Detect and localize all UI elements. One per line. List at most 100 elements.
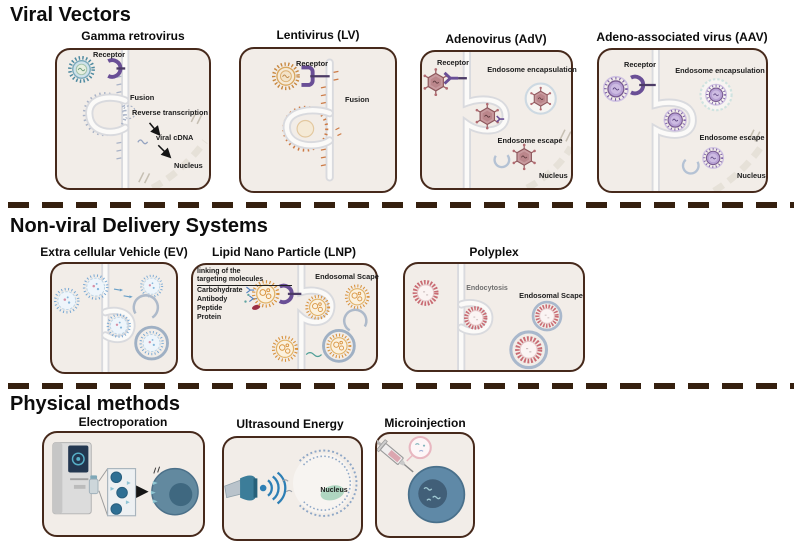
escaping-adenovirus-icon — [511, 143, 537, 171]
panel-title-aav: Adeno-associated virus (AAV) — [596, 30, 768, 44]
aav-icon — [602, 75, 630, 103]
panel-adenovirus: Receptor Endosome encapsulation Endosome… — [420, 50, 577, 190]
panel-gamma-retrovirus: Receptor Fusion Reverse transcription vi… — [55, 48, 211, 190]
panel-title-lentivirus: Lentivirus (LV) — [276, 28, 360, 42]
electric-sparks — [153, 466, 161, 474]
nucleus-membrane — [525, 145, 571, 188]
syringe-icon — [377, 439, 414, 473]
rna-squiggle — [305, 352, 322, 358]
panel-polyplex: Endocytosis Endosomal Scape — [403, 262, 585, 372]
label-receptor: Receptor — [93, 50, 126, 59]
label-nucleus: Nucleus — [320, 487, 348, 494]
label-peptide: Peptide — [197, 305, 223, 312]
polyplex-in-endosome-icon — [517, 339, 539, 361]
endosome-ring-large — [509, 330, 549, 370]
label-carbohydrate: Carbohydrate — [197, 287, 243, 294]
endosome-ring — [134, 325, 169, 361]
wave-source-dot — [259, 484, 267, 492]
lnp-particle-icon — [271, 335, 299, 362]
ev-illustration — [53, 264, 169, 372]
panel-title-electroporation: Electroporation — [78, 415, 168, 429]
section-title-physical: Physical methods — [10, 393, 181, 415]
polyplex-in-endosome-icon — [537, 306, 556, 325]
electroporator-machine-icon — [52, 442, 92, 515]
label-endosome-escape: Endosome escape — [497, 136, 563, 145]
ev-vesicle-icon — [140, 274, 164, 298]
receptor-icon — [443, 71, 460, 86]
polyplex-illustration — [405, 264, 563, 370]
label-endosome-escape: Endosome escape — [699, 133, 765, 142]
ultrasound-transducer-icon — [224, 475, 258, 501]
dna-fragments — [423, 486, 441, 501]
microinjection-illustration — [377, 435, 466, 524]
sound-waves-icon — [267, 471, 287, 505]
zoom-line — [98, 490, 109, 516]
panel-title-ev: Extra cellular Vehicle (EV) — [40, 245, 188, 259]
gamma-retrovirus-illustration — [68, 50, 208, 188]
panel-title-polyplex: Polyplex — [469, 245, 519, 259]
label-reverse-transcription: Reverse transcription — [132, 108, 208, 117]
lnp-illustration — [244, 265, 370, 369]
label-receptor: Receptor — [624, 60, 657, 69]
section-title-nonviral: Non-viral Delivery Systems — [10, 215, 268, 237]
label-fusion: Fusion — [130, 93, 155, 102]
label-linking-line2: targeting molecules — [197, 276, 264, 283]
lentivirus-illustration — [271, 58, 342, 182]
panel-title-lnp: Lipid Nano Particle (LNP) — [211, 245, 357, 259]
fusion-spike-ring — [82, 92, 127, 137]
open-endosome-ring — [132, 294, 160, 321]
panel-title-gamma-retrovirus: Gamma retrovirus — [81, 29, 185, 43]
panel-title-ultrasound: Ultrasound Energy — [236, 417, 344, 431]
viral-cdna-squiggle — [137, 139, 149, 145]
cell-membrane-outer-dashed — [299, 449, 358, 517]
capsid-core — [296, 119, 315, 138]
cargo-contents — [415, 443, 426, 452]
panel-ultrasound: Nucleus — [222, 436, 363, 541]
membrane-slashes — [559, 129, 571, 142]
targeting-underline — [197, 285, 292, 286]
polyplex-particle-icon — [415, 282, 436, 303]
lnp-particle-icon — [344, 284, 370, 310]
aav-illustration — [602, 50, 764, 191]
zoom-line — [98, 468, 109, 482]
fusion-debris — [335, 127, 342, 137]
cargo-zoom-circle — [408, 435, 432, 460]
panel-lnp: linking of the targeting molecules Carbo… — [191, 263, 379, 371]
label-fusion: Fusion — [345, 95, 370, 104]
ev-vesicle-icon — [53, 287, 80, 314]
label-protein: Protein — [197, 314, 222, 321]
gamma-retrovirus-icon — [68, 56, 95, 83]
membrane-slashes — [748, 129, 761, 142]
label-endosome-encapsulation: Endosome encapsulation — [487, 65, 577, 74]
panel-title-adenovirus: Adenovirus (AdV) — [445, 32, 547, 46]
released-capsid-dotted — [122, 105, 137, 120]
escaping-aav-icon — [701, 146, 725, 170]
label-endosome-encapsulation: Endosome encapsulation — [675, 66, 765, 75]
section-divider-2 — [8, 383, 794, 389]
panel-aav: Receptor Endosome encapsulation Endosome… — [597, 48, 768, 193]
arrow-to-nucleus — [157, 144, 172, 159]
nucleus-membrane — [712, 145, 764, 191]
panel-microinjection — [375, 432, 475, 538]
label-viral-cdna: viral cDNA — [156, 133, 194, 142]
panel-ev — [50, 262, 178, 374]
lnp-in-endosome-icon — [326, 333, 352, 359]
broken-endosome-icon — [493, 151, 511, 169]
section-divider-1 — [8, 202, 794, 208]
section-title-viral-vectors: Viral Vectors — [10, 4, 131, 26]
membrane-slashes — [138, 111, 203, 184]
label-receptor: Receptor — [296, 59, 329, 68]
aav-in-endosome-icon — [704, 83, 728, 107]
membrane-ticks — [116, 75, 122, 160]
cell-nucleus — [418, 479, 448, 509]
zoom-connector — [406, 454, 414, 462]
entry-arrows — [113, 288, 133, 299]
panel-title-microinjection: Microinjection — [384, 416, 466, 430]
label-endosomal-escape: Endosomal Scape — [519, 291, 583, 300]
label-endosomal-escape: Endosomal Scape — [315, 272, 379, 281]
panel-electroporation — [42, 431, 205, 537]
entering-cargo — [150, 481, 158, 504]
label-endocytosis: Endocytosis — [466, 285, 508, 292]
cuvette-zoom-view — [107, 468, 137, 517]
